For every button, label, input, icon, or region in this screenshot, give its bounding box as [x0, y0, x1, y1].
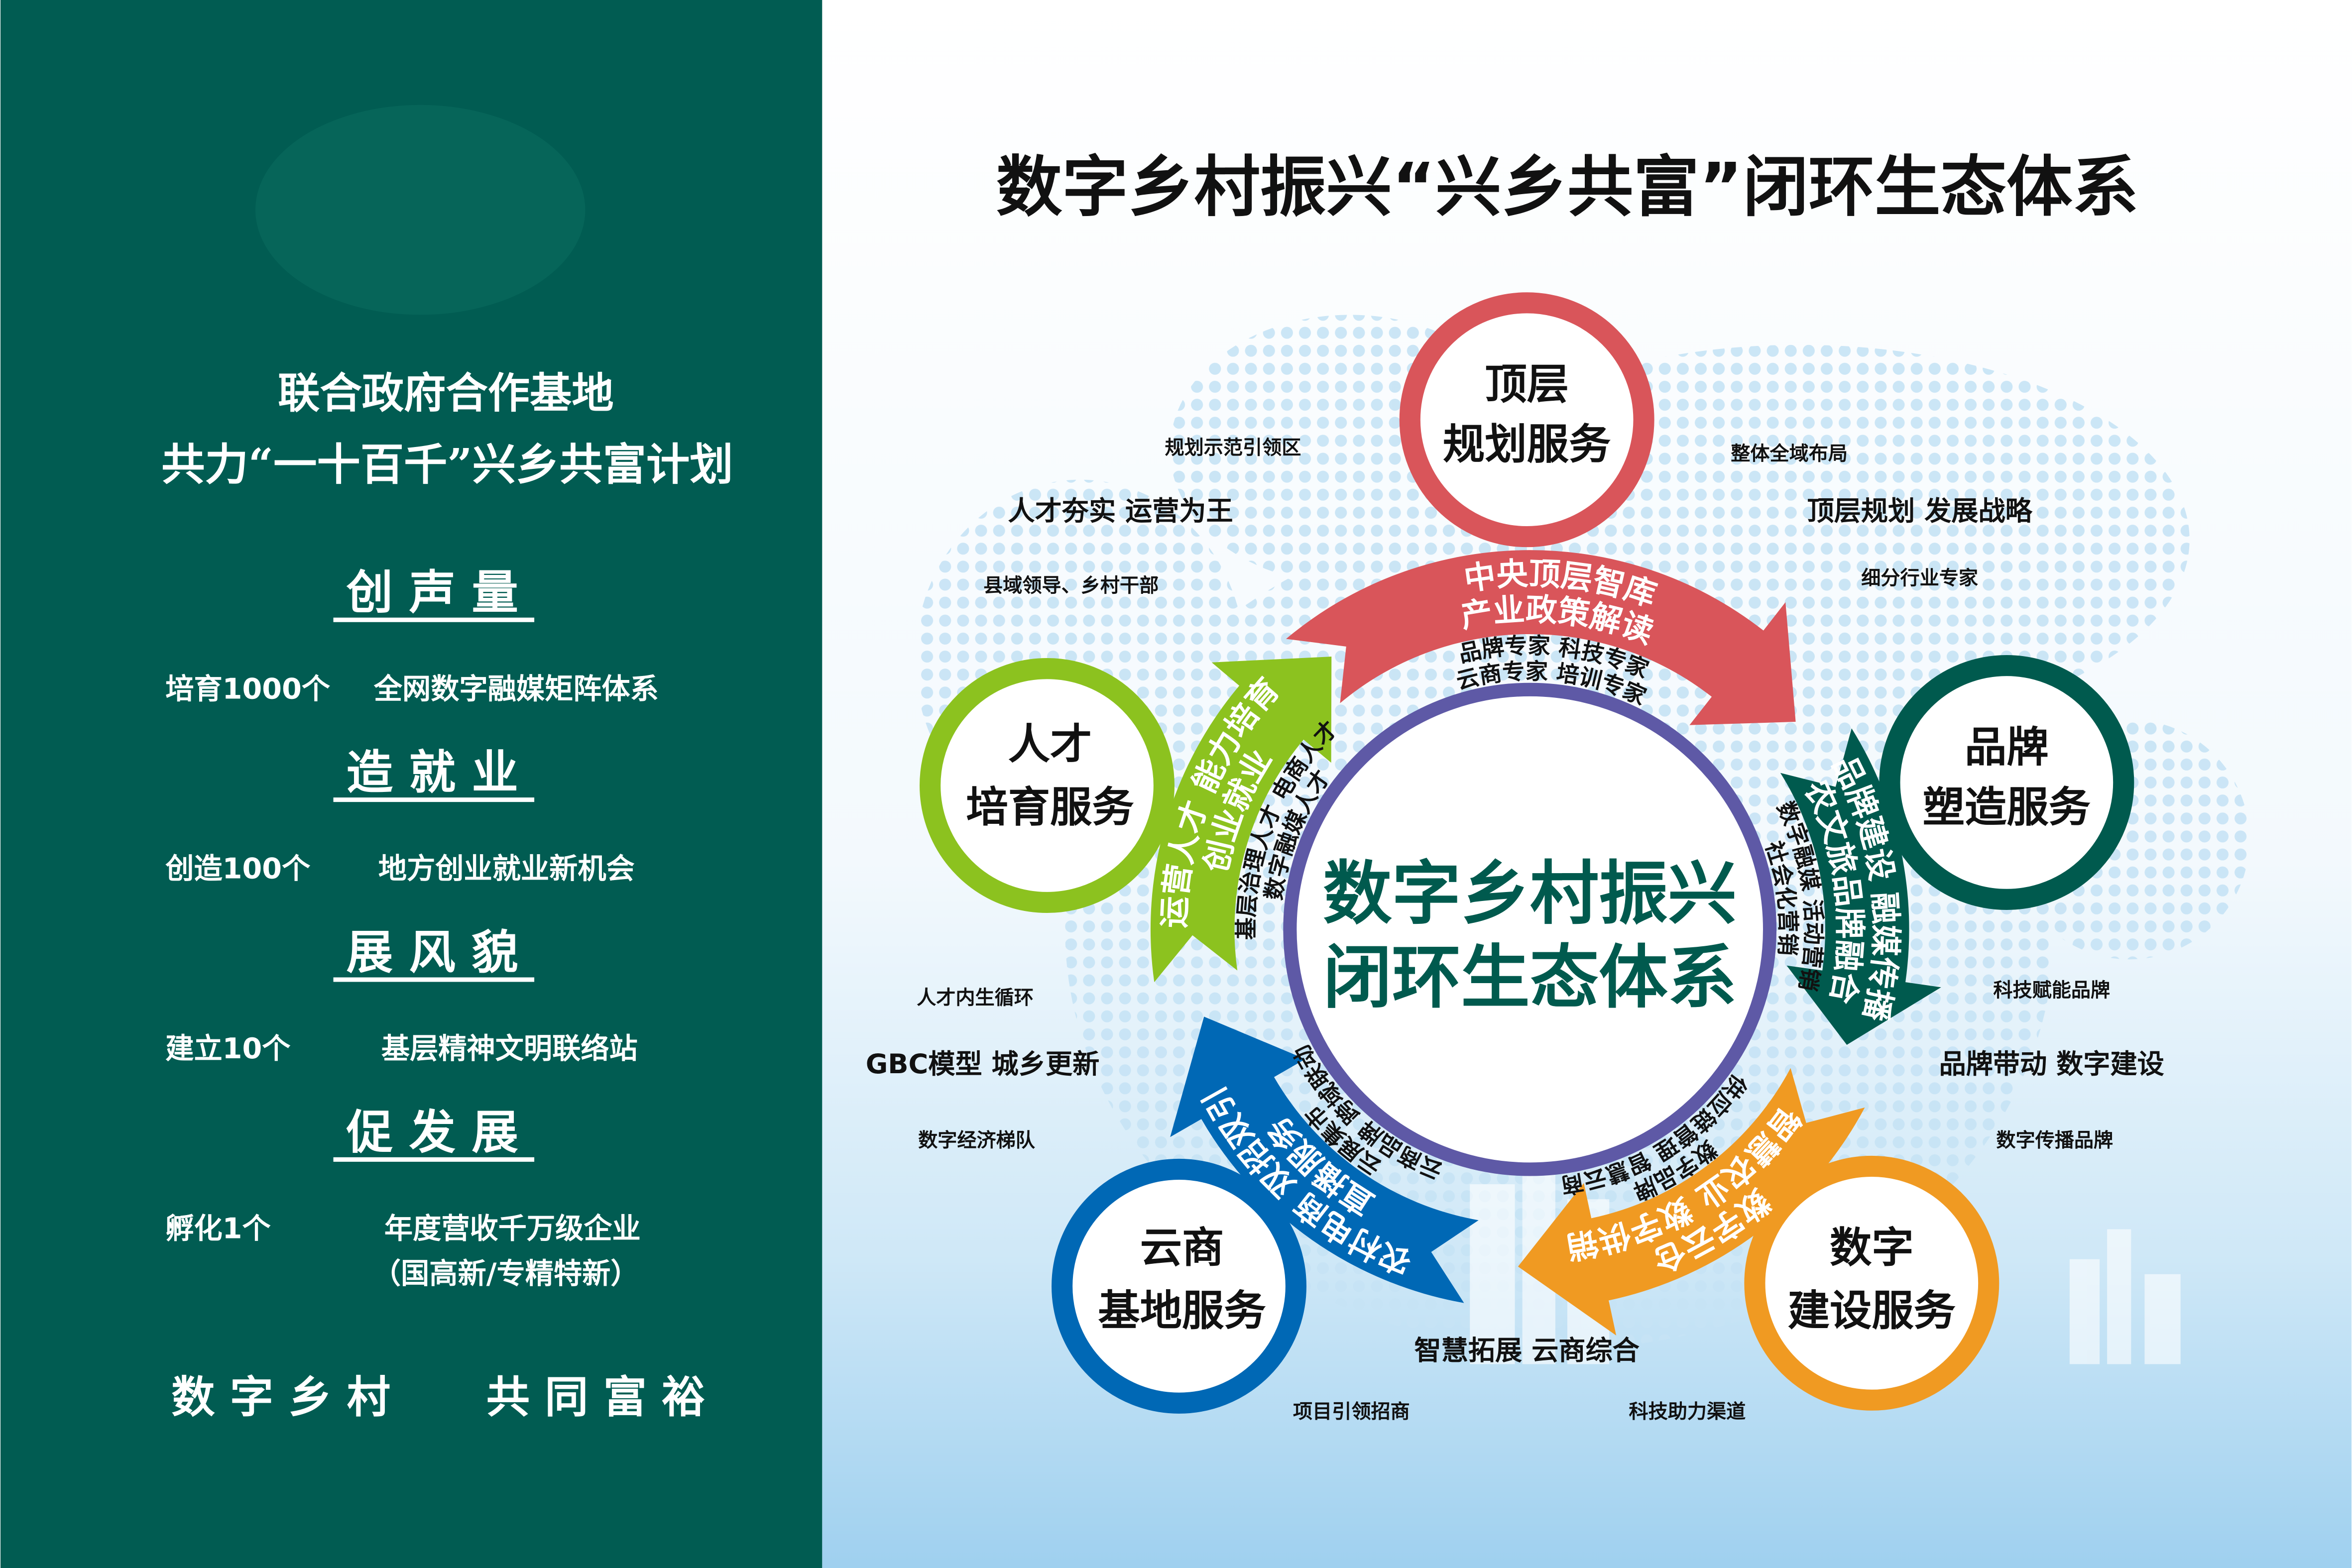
- heading-underline: [333, 617, 535, 622]
- label-talent-cycle: 人才内生循环: [917, 987, 1034, 1009]
- section-2-left: 创造100个: [165, 853, 311, 886]
- section-heading-3: 展 风 貌: [347, 925, 518, 980]
- heading-underline: [333, 797, 535, 802]
- label-county-leaders: 县域领导、乡村干部: [983, 575, 1159, 597]
- service-left-talent: 人才 培育服务: [920, 658, 1175, 913]
- slogan-right: 共同富裕: [486, 1371, 720, 1423]
- label-smart-expansion: 智慧拓展 云商综合: [1414, 1335, 1640, 1366]
- service-top-line-2: 规划服务: [1443, 420, 1611, 469]
- page-title: 数字乡村振兴“兴乡共富”闭环生态体系: [996, 149, 2138, 226]
- section-3-right: 基层精神文明联络站: [381, 1032, 638, 1065]
- service-right-brand: 品牌 塑造服务: [1879, 655, 2134, 910]
- service-bottom-left-line-1: 云商: [1140, 1224, 1224, 1272]
- label-tech-channel: 科技助力渠道: [1629, 1401, 1746, 1423]
- service-top-planning: 顶层 规划服务: [1399, 292, 1654, 548]
- service-bottom-left-line-2: 基地服务: [1098, 1286, 1266, 1335]
- arrow-orange: [1518, 1068, 1865, 1336]
- section-heading-1: 创 声 量: [347, 566, 518, 620]
- section-1-left: 培育1000个: [165, 672, 331, 705]
- label-digital-economy: 数字经济梯队: [918, 1129, 1036, 1152]
- section-4-left: 孵化1个: [165, 1212, 271, 1245]
- label-gbc-model: GBC模型 城乡更新: [866, 1048, 1100, 1080]
- section-3-left: 建立10个: [165, 1032, 291, 1065]
- heading-underline: [333, 1157, 535, 1162]
- section-4-right-2: （国高新/专精特新）: [372, 1257, 639, 1290]
- section-heading-2: 造 就 业: [347, 746, 518, 800]
- section-1-right: 全网数字融媒矩阵体系: [373, 672, 659, 705]
- label-top-planning-strategy: 顶层规划 发展战略: [1807, 495, 2033, 527]
- service-right-line-1: 品牌: [1965, 723, 2049, 772]
- center-circle: [1283, 682, 1777, 1176]
- label-project-investment: 项目引领招商: [1293, 1401, 1410, 1423]
- center-title-line-2: 闭环生态体系: [1323, 937, 1737, 1018]
- arrow-blue: [1170, 1016, 1479, 1303]
- service-bottom-right-digital: 数字 建设服务: [1744, 1155, 1999, 1411]
- section-heading-4: 促 发 展: [346, 1106, 518, 1160]
- service-top-line-1: 顶层: [1485, 360, 1569, 409]
- label-industry-experts: 细分行业专家: [1861, 567, 1978, 589]
- section-2-right: 地方创业就业新机会: [378, 853, 635, 886]
- service-left-line-1: 人才: [1008, 720, 1092, 769]
- label-brand-digital: 品牌带动 数字建设: [1939, 1048, 2164, 1080]
- label-overall-layout: 整体全域布局: [1731, 443, 1848, 465]
- section-4-right: 年度营收千万级企业: [384, 1212, 641, 1245]
- arrow-green: [1780, 728, 1941, 1045]
- arrow-ring: [1150, 550, 1941, 1336]
- service-bottom-right-line-2: 建设服务: [1788, 1286, 1956, 1335]
- service-right-line-2: 塑造服务: [1923, 783, 2091, 831]
- label-talent-operation: 人才夯实 运营为王: [1008, 495, 1233, 527]
- label-tech-brand: 科技赋能品牌: [1993, 980, 2110, 1002]
- arrow-red: [1286, 550, 1796, 725]
- center-title-line-1: 数字乡村振兴: [1323, 853, 1737, 934]
- service-left-line-2: 培育服务: [966, 783, 1134, 831]
- slogan-left: 数字乡村: [171, 1371, 405, 1423]
- panel-line-1: 联合政府合作基地: [278, 368, 614, 418]
- service-bottom-right-line-1: 数字: [1830, 1224, 1914, 1272]
- arrow-lime: [1150, 657, 1332, 983]
- panel-line-2: 共力“一十百千”兴乡共富计划: [161, 439, 733, 490]
- panel-logo-watermark: [255, 105, 586, 315]
- service-bottom-left-cloud-commerce: 云商 基地服务: [1052, 1158, 1306, 1414]
- label-planning-demo-zone: 规划示范引领区: [1165, 437, 1301, 459]
- heading-underline: [333, 977, 535, 982]
- label-digital-spread: 数字传播品牌: [1996, 1129, 2113, 1152]
